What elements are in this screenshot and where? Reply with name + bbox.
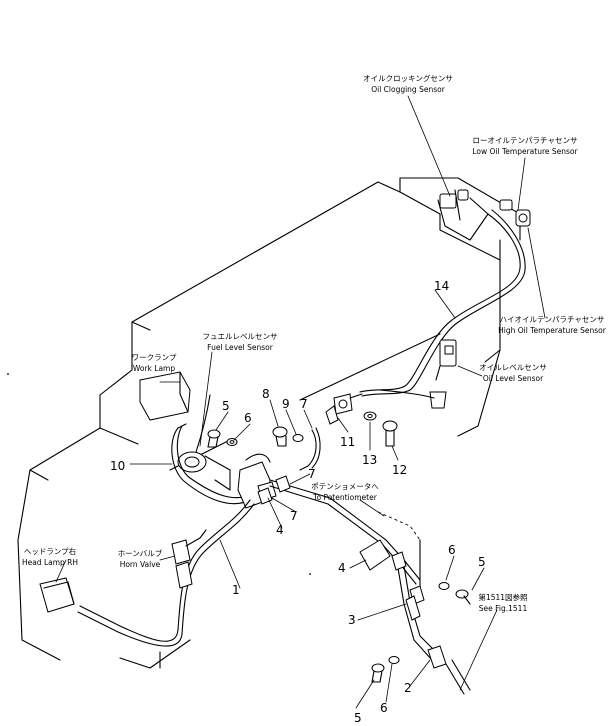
head-lamp-rh bbox=[39, 577, 75, 613]
harness-10 bbox=[171, 423, 253, 505]
work-lamp-label-en: Work Lamp bbox=[133, 364, 175, 373]
work-lamp-label-jp: ワークランプ bbox=[132, 353, 177, 362]
part-number-8: 8 bbox=[262, 387, 270, 401]
high-oil-temp-label-jp: ハイオイルテンパラチャセンサ bbox=[500, 315, 605, 324]
washer-6-right bbox=[438, 582, 450, 590]
connector-lower bbox=[391, 551, 447, 669]
work-lamp bbox=[139, 371, 191, 421]
bracket-4 bbox=[359, 539, 391, 571]
part-number-6-upper: 6 bbox=[244, 411, 252, 425]
horn-valve-label-en: Horn Valve bbox=[120, 560, 161, 569]
high-oil-temp-label-en: High Oil Temperature Sensor bbox=[498, 326, 607, 335]
part-number-5-right: 5 bbox=[478, 555, 486, 569]
part-number-5-upper: 5 bbox=[222, 399, 230, 413]
part-number-12: 12 bbox=[392, 463, 407, 477]
harness-to-potentiometer bbox=[269, 479, 439, 661]
bolt-12 bbox=[382, 420, 398, 447]
to-potentiometer-label-en: To Potentiometer bbox=[312, 493, 378, 502]
fuel-level-label-en: Fuel Level Sensor bbox=[207, 343, 274, 352]
to-potentiometer-label-jp: ポテンショメータへ bbox=[311, 482, 379, 491]
low-oil-temp-label-jp: ローオイルテンパラチャセンサ bbox=[473, 136, 578, 145]
machine-body-outline bbox=[17, 177, 521, 669]
oil-clogging-label-en: Oil Clogging Sensor bbox=[371, 85, 445, 94]
part-number-9: 9 bbox=[282, 397, 290, 411]
fuel-level-label-jp: フュエルレベルセンサ bbox=[203, 332, 278, 341]
part-number-7-middle: 7 bbox=[308, 467, 316, 481]
oil-clogging-label-jp: オイルクロッキングセンサ bbox=[363, 73, 453, 83]
clamp-7-upper bbox=[299, 427, 321, 471]
head-lamp-label-en: Head Lamp RH bbox=[22, 558, 78, 567]
part-number-2: 2 bbox=[404, 681, 412, 695]
part-number-10: 10 bbox=[110, 459, 125, 473]
horn-valve bbox=[171, 529, 207, 589]
connector-11 bbox=[325, 393, 363, 425]
part-number-3: 3 bbox=[348, 613, 356, 627]
washer-6-upper bbox=[226, 438, 238, 446]
low-oil-temperature-sensor bbox=[499, 199, 531, 227]
see-fig-label-en: See Fig.1511 bbox=[479, 604, 528, 613]
see-fig-cable bbox=[445, 659, 471, 695]
part-number-4-upper: 4 bbox=[276, 523, 284, 537]
part-number-6-right: 6 bbox=[448, 543, 456, 557]
horn-valve-label-jp: ホーンバルブ bbox=[118, 548, 163, 558]
part-numbers: 14 10 5 6 8 9 7 11 13 12 7 7 4 1 4 6 5 3… bbox=[110, 279, 486, 725]
part-number-7-upper: 7 bbox=[300, 397, 308, 411]
stray-marks bbox=[7, 373, 311, 575]
bolt-5-right bbox=[455, 589, 471, 605]
part-number-11: 11 bbox=[340, 435, 355, 449]
bolt-5-upper bbox=[207, 429, 221, 448]
part-number-1: 1 bbox=[232, 583, 240, 597]
see-fig-label-jp: 第1511図参照 bbox=[478, 592, 528, 602]
bolt-8 bbox=[272, 426, 288, 447]
washer-6-lower bbox=[388, 656, 400, 664]
oil-clogging-sensor bbox=[439, 189, 469, 209]
leader-lines bbox=[55, 95, 546, 709]
part-number-4-lower: 4 bbox=[338, 561, 346, 575]
harness-1 bbox=[77, 499, 255, 647]
labels: オイルクロッキングセンサ Oil Clogging Sensor ローオイルテン… bbox=[22, 73, 607, 613]
washer-9 bbox=[292, 434, 304, 442]
part-number-14: 14 bbox=[434, 279, 449, 293]
bolt-5-lower bbox=[371, 663, 385, 683]
oil-level-sensor bbox=[379, 339, 457, 409]
head-lamp-label-jp: ヘッドランプ右 bbox=[24, 546, 77, 556]
part-number-7-lower: 7 bbox=[290, 509, 298, 523]
part-number-13: 13 bbox=[362, 453, 377, 467]
oil-level-label-jp: オイルレベルセンサ bbox=[479, 363, 547, 372]
washer-13 bbox=[363, 411, 377, 421]
part-number-6-lower: 6 bbox=[380, 701, 388, 715]
low-oil-temp-label-en: Low Oil Temperature Sensor bbox=[472, 147, 578, 156]
oil-level-label-en: Oil Level Sensor bbox=[483, 374, 544, 383]
fuel-level-sensor bbox=[177, 394, 231, 491]
part-number-5-lower: 5 bbox=[354, 711, 362, 725]
